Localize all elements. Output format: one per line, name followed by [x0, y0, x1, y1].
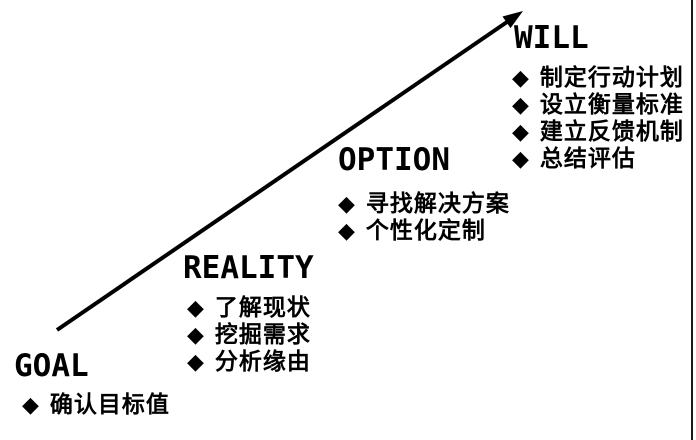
stage-reality-heading: REALITY: [183, 250, 314, 286]
bullet-label: 了解现状: [214, 295, 311, 321]
stage-will-bullets: ◆ 制定行动计划 ◆ 设立衡量标准 ◆ 建立反馈机制 ◆ 总结评估: [512, 65, 684, 173]
list-item: ◆ 分析缘由: [187, 349, 314, 376]
list-item: ◆ 寻找解决方案: [338, 191, 510, 218]
diamond-bullet-icon: ◆: [22, 393, 39, 418]
list-item: ◆ 制定行动计划: [512, 65, 684, 92]
list-item: ◆ 总结评估: [512, 146, 684, 173]
diamond-bullet-icon: ◆: [187, 323, 204, 348]
diamond-bullet-icon: ◆: [187, 350, 204, 375]
list-item: ◆ 个性化定制: [338, 218, 510, 245]
list-item: ◆ 建立反馈机制: [512, 119, 684, 146]
bullet-label: 设立衡量标准: [539, 92, 684, 118]
list-item: ◆ 了解现状: [187, 295, 314, 322]
list-item: ◆ 确认目标值: [22, 392, 170, 419]
bullet-label: 制定行动计划: [539, 65, 684, 91]
list-item: ◆ 设立衡量标准: [512, 92, 684, 119]
bullet-label: 寻找解决方案: [365, 191, 510, 217]
stage-option-heading: OPTION: [338, 142, 450, 178]
diamond-bullet-icon: ◆: [187, 296, 204, 321]
bullet-label: 建立反馈机制: [539, 119, 684, 145]
bullet-label: 确认目标值: [49, 392, 170, 418]
stage-reality-bullets: ◆ 了解现状 ◆ 挖掘需求 ◆ 分析缘由: [187, 295, 314, 376]
diamond-bullet-icon: ◆: [338, 219, 355, 244]
stage-goal: GOAL ◆ 确认目标值: [14, 348, 170, 419]
stage-option: OPTION ◆ 寻找解决方案 ◆ 个性化定制: [338, 142, 510, 245]
diamond-bullet-icon: ◆: [338, 192, 355, 217]
list-item: ◆ 挖掘需求: [187, 322, 314, 349]
bullet-label: 总结评估: [539, 146, 636, 172]
stage-reality: REALITY ◆ 了解现状 ◆ 挖掘需求 ◆ 分析缘由: [183, 250, 314, 376]
diamond-bullet-icon: ◆: [512, 120, 529, 145]
stage-will-heading: WILL: [514, 20, 589, 56]
diamond-bullet-icon: ◆: [512, 66, 529, 91]
stage-goal-heading: GOAL: [14, 348, 89, 384]
stage-goal-bullets: ◆ 确认目标值: [22, 392, 170, 419]
right-edge-rule: [691, 0, 693, 440]
bullet-label: 挖掘需求: [214, 322, 311, 348]
stage-will: WILL ◆ 制定行动计划 ◆ 设立衡量标准 ◆ 建立反馈机制 ◆ 总结评估: [512, 20, 684, 173]
stage-option-bullets: ◆ 寻找解决方案 ◆ 个性化定制: [338, 191, 510, 245]
diamond-bullet-icon: ◆: [512, 93, 529, 118]
diamond-bullet-icon: ◆: [512, 147, 529, 172]
bullet-label: 个性化定制: [365, 218, 486, 244]
bullet-label: 分析缘由: [214, 349, 311, 375]
